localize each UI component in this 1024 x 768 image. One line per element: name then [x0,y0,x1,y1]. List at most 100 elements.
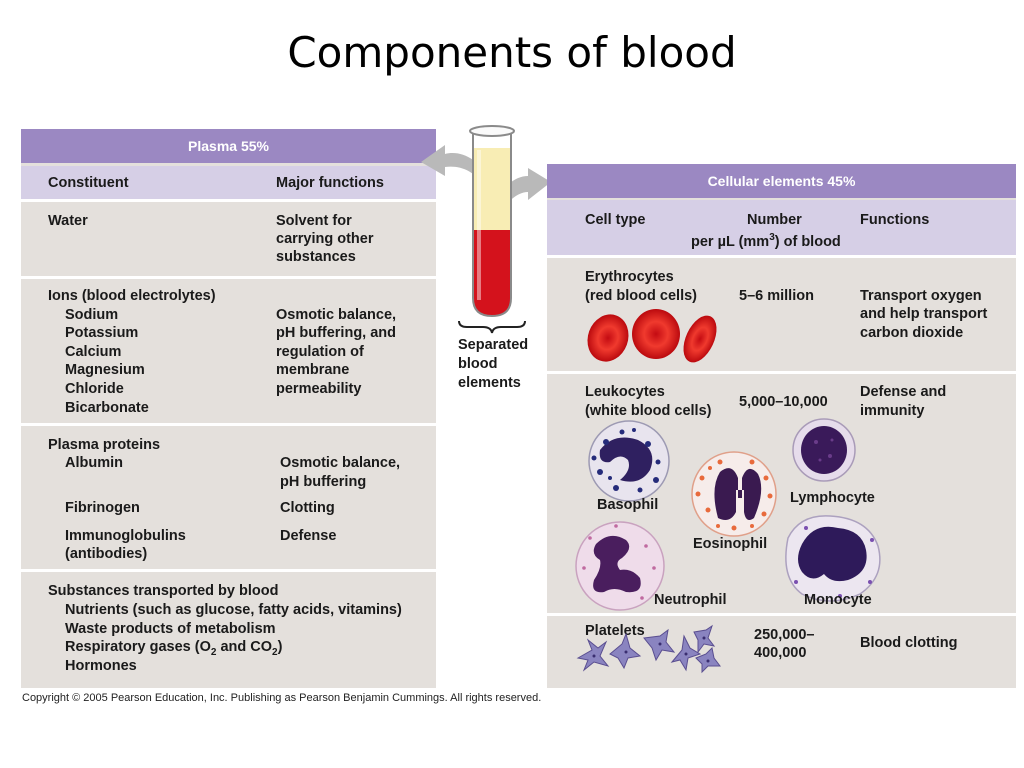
page-title: Components of blood [287,28,737,77]
tube-label: blood [458,356,498,372]
neutrophil-nucleus [593,535,641,593]
ion-calcium: Calcium [65,344,122,360]
rbc-2 [632,309,680,359]
constituent-water: Water [48,213,88,229]
monocyte-granules [794,526,874,598]
plasma-header: Plasma 55% [21,129,436,163]
function-line: substances [276,249,356,265]
tube-plasma [473,148,511,230]
ion-potassium: Potassium [65,325,139,341]
rbc-1 [587,314,629,362]
platelet-number: 250,000– [754,627,815,643]
function-line: and help transport [860,306,988,322]
transported-hormones: Hormones [65,658,137,674]
row-divider [21,199,436,202]
column-functions: Functions [860,212,930,228]
tube-glass [472,132,512,318]
platelets-illustration [576,624,721,674]
function-line: regulation of [276,344,364,360]
platelet-dots [592,636,710,663]
text: per µL (mm [691,233,770,250]
cell-leukocytes: Leukocytes [585,384,665,400]
monocyte-nucleus [798,526,867,582]
function-line: carbon dioxide [860,325,964,341]
label-eosinophil: Eosinophil [693,536,768,552]
cellular-column-header-row [547,200,1016,255]
plasma-column-header-row [21,166,436,199]
ion-chloride: Chloride [65,381,124,397]
tube-cells [473,230,511,316]
row-divider [547,371,1016,374]
label-basophil: Basophil [597,497,659,513]
protein-fibrinogen: Fibrinogen [65,500,140,516]
label-lymphocyte: Lymphocyte [790,490,875,506]
neutrophil-cell [575,521,665,611]
transported-nutrients: Nutrients (such as glucose, fatty acids,… [65,602,402,618]
protein-albumin: Albumin [65,455,123,471]
red-blood-cells-illustration [587,309,717,363]
function-line: Blood clotting [860,635,958,651]
column-number: Number [747,212,802,228]
constituent-plasma-proteins: Plasma proteins [48,437,161,453]
function-line: Clotting [280,500,335,516]
tube-highlight [477,150,481,300]
column-major-functions: Major functions [276,175,384,191]
text: ) [277,639,283,655]
lymphocyte-nucleus [801,426,847,474]
arrow-to-plasma [421,145,490,188]
platelet-shapes [576,624,721,674]
text: Respiratory gases (O [65,639,211,655]
function-line: membrane [276,362,350,378]
subscript: 2 [272,646,278,658]
leukocyte-number: 5,000–10,000 [739,394,828,410]
cellular-header: Cellular elements 45% [547,164,1016,198]
ion-sodium: Sodium [65,307,119,323]
row-divider [547,255,1016,258]
ion-magnesium: Magnesium [65,362,145,378]
cell-erythrocytes: Erythrocytes [585,269,674,285]
neutrophil-granules [582,524,656,600]
function-line: Transport oxygen [860,288,982,304]
ion-bicarbonate: Bicarbonate [65,400,149,416]
subscript: 2 [210,646,217,658]
eosinophil-granules [695,459,773,531]
text: ) of blood [774,233,841,250]
rbc-3 [683,315,717,363]
constituent-ions: Ions (blood electrolytes) [48,288,216,304]
cell-leukocytes-common: (white blood cells) [585,403,712,419]
function-line: pH buffering, and [276,325,397,341]
text: and CO [216,639,273,655]
function-line: Solvent for [276,213,352,229]
tube-rim [469,125,515,137]
transported-waste: Waste products of metabolism [65,621,276,637]
function-line: pH buffering [280,474,367,490]
cell-erythrocytes-common: (red blood cells) [585,288,697,304]
cell-platelets: Platelets [585,623,645,639]
superscript: 3 [769,232,775,243]
row-divider [21,569,436,572]
constituent-transported-substances: Substances transported by blood [48,583,279,599]
function-line: permeability [276,381,362,397]
function-line: Defense and [860,384,947,400]
tube-label: Separated [458,337,529,353]
column-cell-type: Cell type [585,212,646,228]
column-number-unit: per µL (mm3) of blood [691,229,841,251]
function-line: Osmotic balance, [280,455,401,471]
lymphocyte-speckles [814,438,834,462]
label-neutrophil: Neutrophil [654,592,727,608]
protein-immunoglobulins: Immunoglobulins [65,528,186,544]
arrow-to-cells [485,168,551,240]
test-tube-illustration [421,125,551,334]
plasma-table [21,129,436,688]
function-line: immunity [860,403,925,419]
tube-label: elements [458,375,521,391]
copyright: Copyright © 2005 Pearson Education, Inc.… [22,692,542,704]
platelet-number-cont: 400,000 [754,645,807,661]
erythrocyte-number: 5–6 million [739,288,814,304]
function-line: Osmotic balance, [276,307,397,323]
basophil-nucleus [599,437,653,482]
eosinophil-nucleus [714,468,762,520]
column-constituent: Constituent [48,175,129,191]
row-divider [547,613,1016,616]
transported-gases: Respiratory gases (O2 and CO2) [65,638,282,662]
